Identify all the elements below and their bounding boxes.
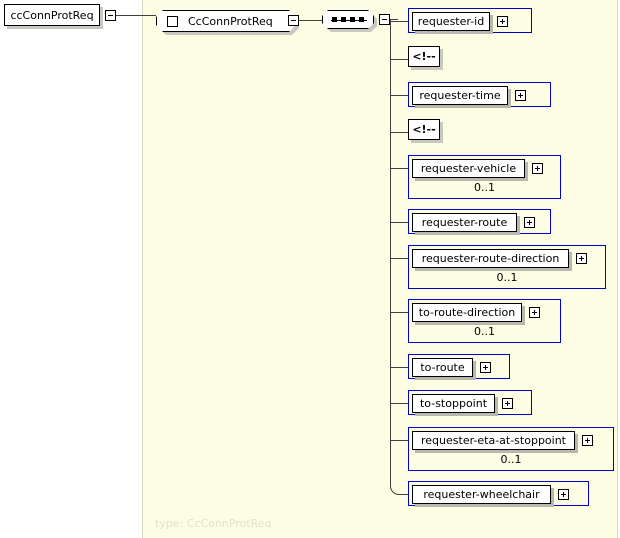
- sequence-minus-toggle[interactable]: [379, 14, 390, 25]
- comment-node[interactable]: <!--: [408, 119, 440, 140]
- complex-type-node[interactable]: CcConnProtReq: [156, 10, 296, 32]
- sequence-dot: [359, 17, 364, 22]
- sequence-icon: [331, 20, 367, 21]
- element-node[interactable]: requester-eta-at-stoppoint 0..1: [408, 427, 614, 471]
- element-name-label: to-route-direction: [418, 306, 516, 319]
- cardinality-label: 0..1: [500, 453, 522, 466]
- element-name-label: to-stoppoint: [419, 397, 488, 410]
- element-node[interactable]: to-route-direction 0..1: [408, 299, 561, 343]
- cardinality-label: 0..1: [474, 181, 495, 194]
- element-node[interactable]: requester-vehicle 0..1: [408, 155, 561, 199]
- element-name-box: to-route-direction: [412, 303, 522, 322]
- element-name-box: requester-id: [412, 12, 490, 31]
- connector-branch: [390, 59, 408, 60]
- sequence-dot: [341, 17, 346, 22]
- element-name-box: to-stoppoint: [412, 394, 495, 413]
- element-plus-toggle[interactable]: [529, 307, 540, 318]
- element-name-label: requester-wheelchair: [423, 488, 540, 501]
- root-element-label: ccConnProtReq: [10, 8, 94, 22]
- cardinality-label: 0..1: [496, 271, 518, 284]
- element-name-box: requester-route-direction: [412, 249, 569, 268]
- root-element-box[interactable]: ccConnProtReq: [4, 4, 100, 26]
- element-name-box: to-route: [412, 358, 473, 377]
- element-name-box: requester-vehicle: [412, 159, 525, 178]
- connector-sequence-stub: [390, 19, 398, 20]
- element-plus-toggle[interactable]: [558, 489, 569, 500]
- connector-branch: [390, 367, 408, 368]
- element-plus-toggle[interactable]: [576, 253, 587, 264]
- element-plus-toggle[interactable]: [497, 16, 508, 27]
- element-name-label: to-route: [420, 361, 465, 374]
- element-name-label: requester-id: [417, 15, 485, 28]
- element-name-box: requester-route: [412, 213, 517, 232]
- connector-root-to-type: [116, 15, 156, 16]
- connector-branch: [390, 312, 408, 313]
- element-node[interactable]: requester-id: [408, 8, 532, 34]
- complex-type-label: CcConnProtReq: [188, 14, 273, 28]
- element-name-label: requester-vehicle: [420, 162, 517, 175]
- element-plus-toggle[interactable]: [532, 163, 543, 174]
- element-node[interactable]: requester-time: [408, 82, 551, 108]
- cardinality-label: 0..1: [474, 325, 495, 338]
- connector-branch: [390, 222, 408, 223]
- element-node[interactable]: to-route: [408, 354, 510, 380]
- element-name-label: requester-route: [421, 216, 508, 229]
- sequence-dot: [350, 17, 355, 22]
- element-plus-toggle[interactable]: [502, 398, 513, 409]
- element-node[interactable]: requester-route-direction 0..1: [408, 245, 606, 289]
- panel-type-label: type: CcConnProtReq: [155, 517, 272, 530]
- sequence-dot: [332, 17, 337, 22]
- connector-branch: [390, 258, 408, 259]
- element-name-box: requester-wheelchair: [412, 485, 551, 504]
- connector-type-to-sequence: [299, 20, 322, 21]
- element-plus-toggle[interactable]: [480, 362, 491, 373]
- connector-branch: [390, 21, 408, 22]
- connector-branch: [399, 494, 408, 495]
- element-node[interactable]: to-stoppoint: [408, 390, 532, 416]
- element-plus-toggle[interactable]: [582, 435, 593, 446]
- complex-type-minus-toggle[interactable]: [288, 15, 299, 26]
- connector-branch: [390, 403, 408, 404]
- element-name-box: requester-time: [412, 86, 508, 105]
- comment-node[interactable]: <!--: [408, 46, 440, 67]
- element-plus-toggle[interactable]: [515, 90, 526, 101]
- element-square-icon: [167, 16, 178, 27]
- connector-branch: [390, 132, 408, 133]
- connector-branch: [390, 440, 408, 441]
- root-minus-toggle[interactable]: [105, 10, 116, 21]
- connector-trunk: [390, 19, 391, 485]
- element-node[interactable]: requester-wheelchair: [408, 481, 589, 507]
- sequence-node[interactable]: [322, 10, 374, 29]
- element-node[interactable]: requester-route: [408, 209, 551, 235]
- element-name-label: requester-eta-at-stoppoint: [421, 434, 566, 447]
- element-name-label: requester-route-direction: [421, 252, 560, 265]
- element-plus-toggle[interactable]: [524, 217, 535, 228]
- element-name-label: requester-time: [419, 89, 501, 102]
- element-name-box: requester-eta-at-stoppoint: [412, 431, 575, 450]
- connector-branch: [390, 95, 408, 96]
- connector-branch: [390, 168, 408, 169]
